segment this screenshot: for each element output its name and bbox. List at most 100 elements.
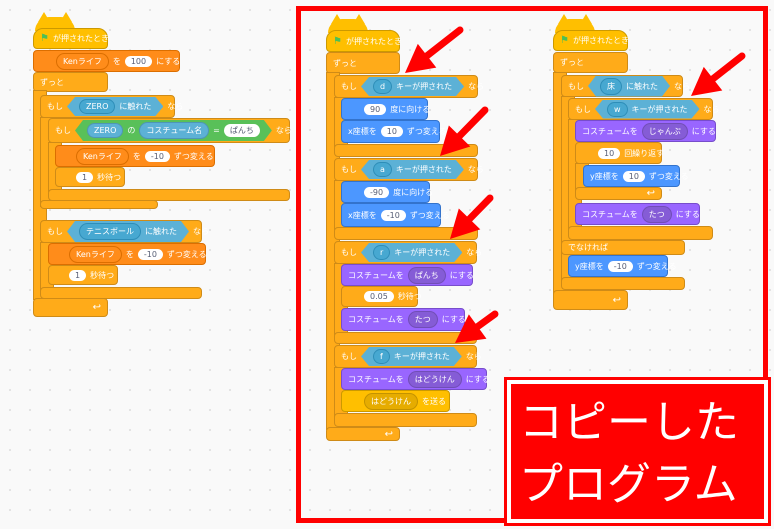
direction-input[interactable]: -90 xyxy=(364,186,390,198)
switch-costume-block[interactable]: コスチュームをぱんちにする xyxy=(341,264,474,286)
label: なら xyxy=(275,126,292,135)
label: 度に向ける xyxy=(393,187,434,197)
when-flag-clicked-block[interactable]: ⚑が押されたとき xyxy=(326,30,402,52)
label: もし xyxy=(55,126,71,135)
switch-costume-block[interactable]: コスチュームをじゃんぷにする xyxy=(575,120,716,142)
label: でなければ xyxy=(568,243,608,252)
green-flag-icon: ⚑ xyxy=(333,35,342,47)
label: 秒待つ xyxy=(90,270,115,280)
costume-dropdown[interactable]: たつ xyxy=(407,311,438,328)
message-dropdown[interactable]: はどうけん xyxy=(364,392,418,410)
label: に触れた xyxy=(626,81,658,91)
seconds-input[interactable]: 1 xyxy=(76,171,94,183)
label-line-2: プログラム xyxy=(519,459,738,510)
switch-costume-block[interactable]: コスチュームをはどうけんにする xyxy=(341,368,490,390)
broadcast-block[interactable]: はどうけんを送る xyxy=(341,390,450,412)
if-else-touching-floor-block[interactable]: もし床に触れたなら xyxy=(561,75,690,97)
value-input[interactable]: 100 xyxy=(124,55,153,67)
key-dropdown[interactable]: a xyxy=(373,162,392,177)
seconds-input[interactable]: 1 xyxy=(69,269,87,281)
touching-condition[interactable]: テニスボールに触れた xyxy=(67,221,189,242)
variable-dropdown[interactable]: Kenライフ xyxy=(56,52,109,70)
value-input[interactable]: -10 xyxy=(380,209,406,221)
label: ずつ変える xyxy=(406,127,447,136)
when-flag-clicked-block[interactable]: ⚑が押されたとき xyxy=(33,28,109,49)
label: を xyxy=(112,56,121,66)
property-dropdown[interactable]: コスチューム名 xyxy=(139,122,209,139)
seconds-input[interactable]: 0.05 xyxy=(364,291,394,302)
sprite-dropdown[interactable]: ZERO xyxy=(87,123,123,138)
value-input[interactable]: -10 xyxy=(144,150,170,162)
forever-block[interactable]: ずっと xyxy=(553,52,628,73)
hat-cat-ears xyxy=(35,12,75,31)
label: にする xyxy=(441,315,466,324)
label: = xyxy=(213,126,220,135)
forever-block[interactable]: ずっと xyxy=(33,72,108,92)
label: なら xyxy=(467,165,484,174)
costume-dropdown[interactable]: はどうけん xyxy=(407,370,462,388)
label: ずっと xyxy=(333,58,357,68)
label: コスチュームを xyxy=(348,315,404,324)
arrow-head-icon xyxy=(405,43,437,73)
switch-costume-block[interactable]: コスチュームをたつにする xyxy=(341,308,466,331)
arrow-head-icon xyxy=(450,208,481,239)
variable-dropdown[interactable]: Kenライフ xyxy=(76,147,129,165)
switch-costume-block[interactable]: コスチュームをたつにする xyxy=(575,203,700,225)
arrow-shaft xyxy=(456,106,489,140)
key-dropdown[interactable]: f xyxy=(373,349,390,364)
sprite-dropdown[interactable]: 床 xyxy=(600,78,622,95)
value-input[interactable]: ぱんち xyxy=(224,124,260,137)
forever-block[interactable]: ずっと xyxy=(326,52,400,74)
when-flag-clicked-block[interactable]: ⚑が押されたとき xyxy=(553,30,629,51)
if-touching-ball-block[interactable]: もしテニスボールに触れたなら xyxy=(40,220,209,243)
sprite-dropdown[interactable]: テニスボール xyxy=(79,223,141,240)
costume-dropdown[interactable]: ぱんち xyxy=(407,266,446,284)
value-input[interactable]: 10 xyxy=(622,170,645,182)
direction-input[interactable]: 90 xyxy=(364,103,387,115)
label: y座標を xyxy=(590,171,619,181)
value-input[interactable]: -10 xyxy=(607,260,633,272)
label: を xyxy=(132,151,141,161)
sprite-dropdown[interactable]: ZERO xyxy=(79,99,115,114)
repeat-count-input[interactable]: 10 xyxy=(598,147,621,159)
value-input[interactable]: 10 xyxy=(380,126,403,137)
costume-dropdown[interactable]: じゃんぷ xyxy=(641,122,688,140)
touching-condition[interactable]: 床に触れた xyxy=(588,76,670,97)
label-line-1: コピーした xyxy=(519,397,739,448)
label: が押されたとき xyxy=(345,36,402,46)
costume-dropdown[interactable]: たつ xyxy=(641,205,672,223)
key-dropdown[interactable]: d xyxy=(373,79,392,94)
value-input[interactable]: -10 xyxy=(137,248,163,260)
key-dropdown[interactable]: r xyxy=(373,245,390,260)
variable-dropdown[interactable]: Kenライフ xyxy=(69,245,122,263)
key-dropdown[interactable]: w xyxy=(607,102,628,117)
label: ずつ変える xyxy=(166,249,207,259)
